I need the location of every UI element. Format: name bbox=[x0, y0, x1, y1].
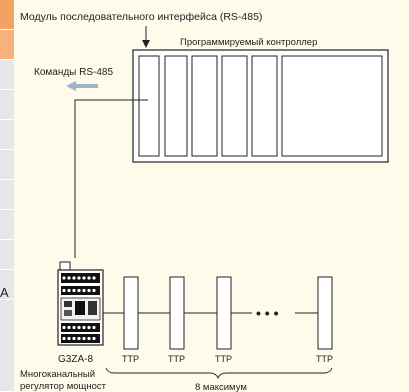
rs485-cable bbox=[74, 99, 148, 258]
sidebar-tab[interactable] bbox=[0, 30, 14, 60]
sidebar-tab[interactable] bbox=[0, 210, 14, 240]
interface-module-label: Модуль последовательного интерфейса (RS-… bbox=[20, 11, 262, 23]
controller-model-label: G3ZA-8 bbox=[58, 354, 93, 365]
sidebar bbox=[0, 0, 14, 392]
plc-module bbox=[138, 55, 160, 157]
plc-module-wide bbox=[281, 55, 383, 157]
sidebar-tab[interactable] bbox=[0, 180, 14, 210]
sidebar-tab[interactable] bbox=[0, 60, 14, 90]
plc-module bbox=[251, 55, 278, 157]
side-letter: A bbox=[0, 285, 9, 300]
sidebar-tab[interactable] bbox=[0, 240, 14, 270]
ttp-unit-2 bbox=[169, 276, 185, 350]
controller-desc-line1: Многоканальный bbox=[20, 369, 95, 380]
sidebar-tab[interactable] bbox=[0, 150, 14, 180]
max-count-label: 8 максимум bbox=[195, 382, 247, 392]
plc-label: Программируемый контроллер bbox=[180, 37, 317, 48]
ttp-group-bracket bbox=[105, 367, 333, 380]
ttp-unit-1 bbox=[123, 276, 139, 350]
sidebar-tab-accent[interactable] bbox=[0, 0, 14, 30]
plc-module bbox=[221, 55, 248, 157]
ttp-label-2: ТТР bbox=[168, 354, 185, 364]
plc-rack bbox=[132, 49, 389, 163]
ttp-unit-4 bbox=[317, 276, 333, 350]
ttp-label-3: ТТР bbox=[215, 354, 232, 364]
interface-pointer-arrowhead bbox=[142, 40, 150, 48]
ttp-label-4: ТТР bbox=[316, 354, 333, 364]
controller-desc-line2: регулятор мощност bbox=[20, 381, 107, 392]
plc-module bbox=[164, 55, 188, 157]
rs485-commands-label: Команды RS-485 bbox=[34, 67, 113, 78]
rs485-arrow bbox=[66, 81, 98, 91]
ttp-label-1: ТТР bbox=[122, 354, 139, 364]
sidebar-tab[interactable] bbox=[0, 90, 14, 120]
sidebar-tab[interactable] bbox=[0, 270, 14, 300]
g3za-controller-device bbox=[57, 261, 104, 346]
plc-module bbox=[191, 55, 218, 157]
sidebar-tab[interactable] bbox=[0, 120, 14, 150]
ellipsis: • • • bbox=[256, 305, 279, 321]
ttp-unit-3 bbox=[216, 276, 232, 350]
